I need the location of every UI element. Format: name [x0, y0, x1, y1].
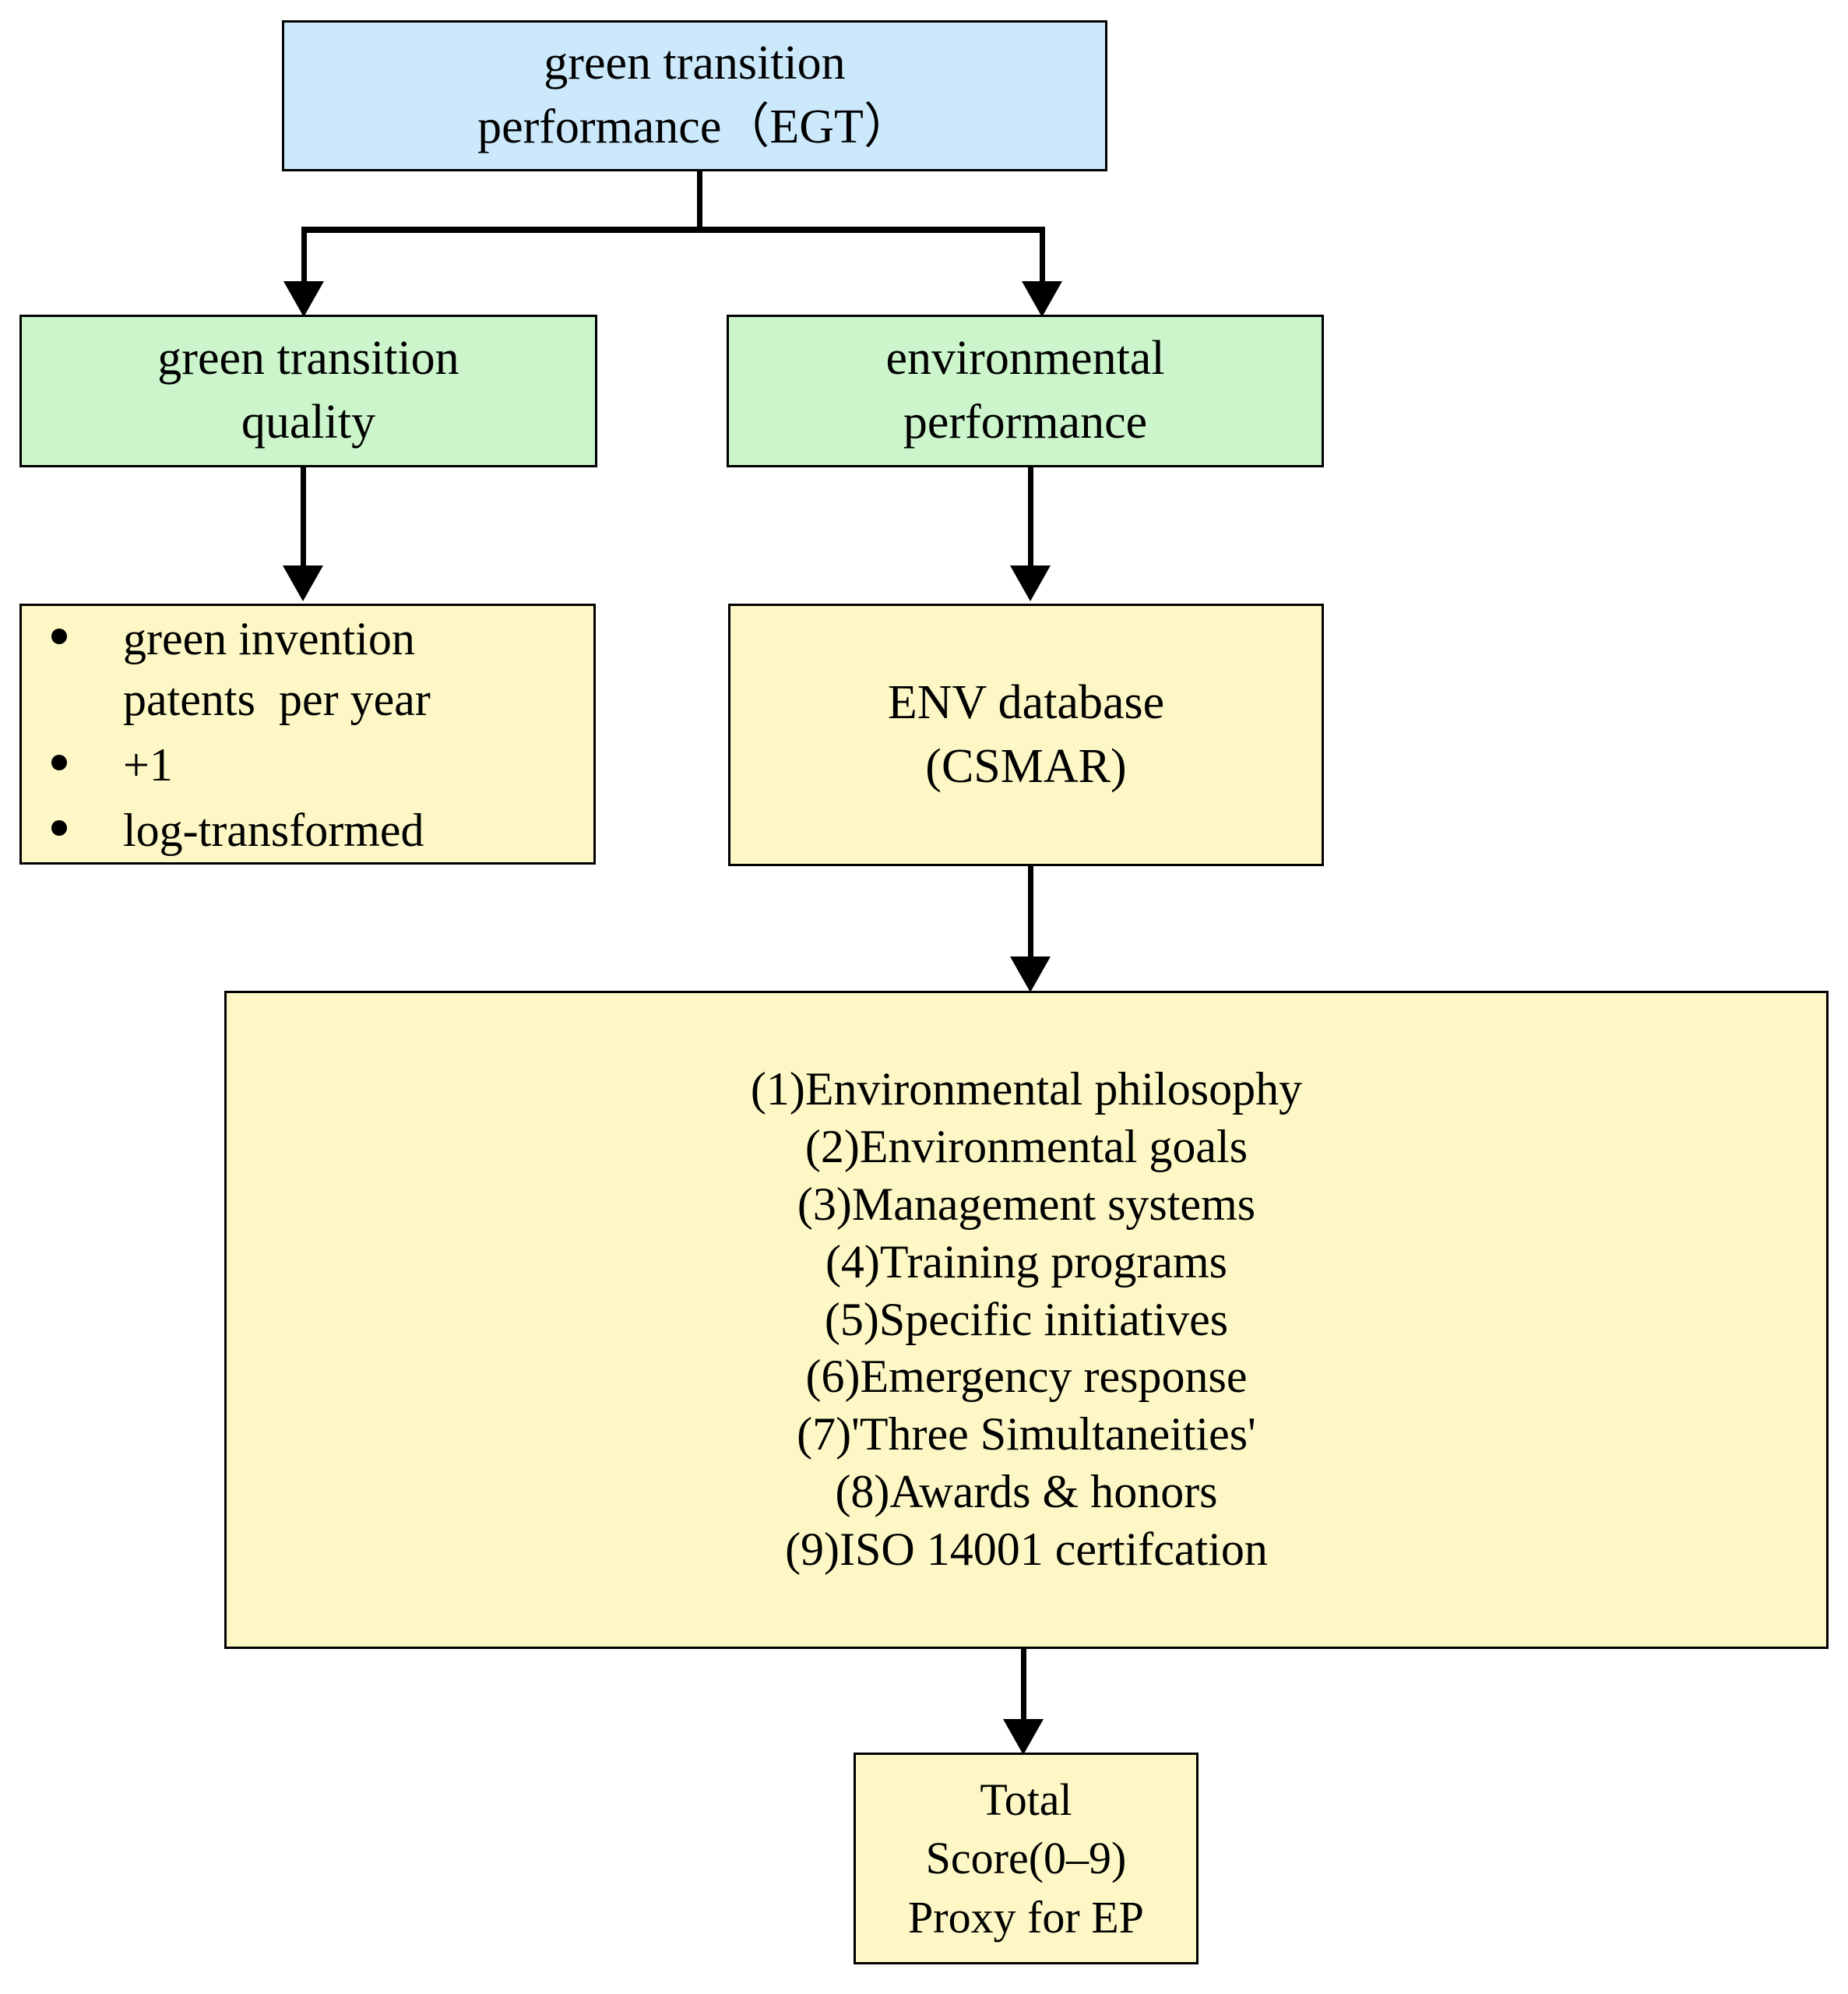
list-item: (6)Emergency response: [805, 1351, 1248, 1403]
node-total-line3: Proxy for EP: [908, 1891, 1144, 1943]
node-egt-line1: green transition: [544, 37, 846, 90]
list-item: green invention patents per year: [30, 608, 586, 730]
list-item: (2)Environmental goals: [804, 1121, 1248, 1173]
node-green-invention-patents[interactable]: green invention patents per year +1 log-…: [19, 604, 596, 865]
connector-root-to-environmental-stem: [1040, 227, 1045, 289]
arrow-down-icon-to-quality: [283, 281, 324, 317]
list-item: (3)Management systems: [797, 1178, 1256, 1230]
patents-bullet-2: +1: [123, 738, 173, 791]
node-total-line1: Total: [980, 1774, 1072, 1825]
arrow-down-icon-to-total: [1003, 1719, 1044, 1755]
node-egt-line2: performance（EGT）: [477, 100, 912, 153]
list-item: log-transformed: [30, 800, 586, 861]
node-ep-line1: environmental: [885, 332, 1165, 386]
list-item: (8)Awards & honors: [835, 1465, 1218, 1517]
connector-env-to-items-stem: [1028, 866, 1033, 975]
node-gtq-line1: green transition: [157, 332, 459, 386]
node-env-line1: ENV database: [887, 675, 1165, 729]
connector-root-to-quality-stem: [301, 227, 307, 289]
patents-bullet-1: green invention patents per year: [123, 612, 431, 725]
connector-items-to-total-stem: [1021, 1649, 1026, 1724]
node-gtq-line2: quality: [241, 396, 376, 449]
node-total-line2: Score(0–9): [925, 1833, 1127, 1884]
list-item: (4)Training programs: [825, 1235, 1228, 1288]
node-green-transition-performance[interactable]: green transition performance（EGT）: [282, 20, 1107, 171]
arrow-down-icon-to-patents: [283, 565, 323, 601]
bullet-dot-icon: [51, 628, 67, 644]
node-env-disclosure-items[interactable]: (1)Environmental philosophy (2)Environme…: [224, 991, 1829, 1649]
connector-environmental-to-env-stem: [1028, 467, 1033, 570]
bullet-dot-icon: [51, 819, 67, 836]
node-ep-line2: performance: [903, 396, 1148, 449]
arrow-down-icon-to-environmental: [1022, 281, 1062, 317]
connector-split-bar: [301, 227, 1045, 233]
node-total-score[interactable]: Total Score(0–9) Proxy for EP: [854, 1753, 1199, 1964]
arrow-down-icon-to-items: [1010, 956, 1051, 992]
env-items-list: (1)Environmental philosophy (2)Environme…: [751, 1061, 1302, 1578]
node-env-line2: (CSMAR): [925, 739, 1127, 793]
node-green-transition-quality[interactable]: green transition quality: [19, 315, 597, 467]
node-env-database[interactable]: ENV database (CSMAR): [728, 604, 1324, 866]
connector-root-stem: [697, 171, 702, 232]
list-item: (7)'Three Simultaneities': [797, 1408, 1256, 1460]
patents-bullet-3: log-transformed: [123, 804, 424, 856]
list-item: (9)ISO 14001 certifcation: [785, 1523, 1268, 1575]
list-item: +1: [30, 735, 586, 795]
arrow-down-icon-to-env-database: [1010, 565, 1051, 601]
node-environmental-performance[interactable]: environmental performance: [727, 315, 1324, 467]
connector-quality-to-patents-stem: [301, 467, 306, 570]
patents-bullet-list: green invention patents per year +1 log-…: [30, 608, 586, 861]
list-item: (1)Environmental philosophy: [750, 1063, 1303, 1115]
bullet-dot-icon: [51, 754, 67, 770]
list-item: (5)Specific initiatives: [824, 1293, 1229, 1345]
